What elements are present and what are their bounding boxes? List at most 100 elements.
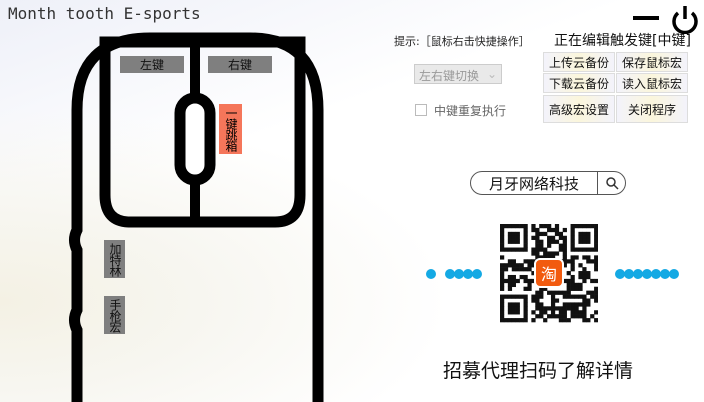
qr-module xyxy=(582,274,587,280)
dot xyxy=(463,269,473,279)
qr-module xyxy=(535,243,540,248)
qr-module xyxy=(519,224,524,229)
qr-module xyxy=(590,259,595,264)
qr-module xyxy=(570,310,575,315)
qr-module xyxy=(594,239,598,244)
qr-module xyxy=(535,251,540,256)
search-box[interactable]: 月牙网络科技 xyxy=(470,171,626,195)
qr-module xyxy=(554,239,560,244)
qr-module xyxy=(578,247,583,252)
qr-module xyxy=(539,286,544,291)
qr-module xyxy=(570,274,575,280)
qr-module xyxy=(550,310,556,315)
advanced-settings-button[interactable]: 高级宏设置 xyxy=(543,95,615,123)
qr-module xyxy=(578,271,583,276)
qr-module xyxy=(503,278,509,284)
qr-module xyxy=(535,235,540,240)
qr-module xyxy=(543,318,548,323)
qr-module xyxy=(558,306,564,311)
qr-module xyxy=(500,278,505,284)
side-button-2[interactable]: 手枪宏 xyxy=(104,296,125,334)
qr-module xyxy=(562,290,567,295)
qr-module xyxy=(543,247,548,252)
qr-module xyxy=(550,227,556,233)
qr-module xyxy=(562,243,567,248)
qr-module xyxy=(570,314,575,319)
qr-module xyxy=(570,231,575,237)
qr-module xyxy=(566,318,571,323)
qr-module xyxy=(582,267,587,272)
swap-select-value: 左右键切换 xyxy=(419,69,480,83)
qr-module xyxy=(503,224,509,229)
power-icon[interactable] xyxy=(672,6,698,34)
qr-module xyxy=(523,314,528,319)
upload-backup-button[interactable]: 上传云备份 xyxy=(543,52,615,72)
dot xyxy=(633,269,643,279)
qr-module xyxy=(554,251,560,256)
qr-module xyxy=(562,255,567,260)
qr-module xyxy=(582,314,587,319)
qr-module xyxy=(500,298,505,303)
qr-module xyxy=(562,310,567,315)
qr-module xyxy=(590,278,595,284)
middle-button[interactable]: 一键跳箱 xyxy=(219,104,242,154)
qr-module xyxy=(500,274,505,280)
qr-module xyxy=(562,263,567,268)
qr-module xyxy=(558,290,564,295)
repeat-checkbox[interactable] xyxy=(415,104,427,116)
close-program-button[interactable]: 关闭程序 xyxy=(616,95,688,123)
qr-module xyxy=(511,274,516,280)
editing-status: 正在编辑触发键[中键] xyxy=(554,33,691,49)
right-button[interactable]: 右键 xyxy=(208,56,272,73)
qr-module xyxy=(550,255,556,260)
qr-module xyxy=(558,231,564,237)
qr-module xyxy=(511,263,516,268)
qr-module xyxy=(570,263,575,268)
qr-module xyxy=(523,239,528,244)
left-button[interactable]: 左键 xyxy=(120,56,184,73)
qr-module xyxy=(543,286,548,291)
qr-module xyxy=(531,227,536,233)
qr-module xyxy=(578,294,583,299)
load-macro-button[interactable]: 读入鼠标宏 xyxy=(616,73,688,93)
qr-module xyxy=(527,259,532,264)
qr-module xyxy=(503,318,509,323)
qr-module xyxy=(562,314,567,319)
qr-module xyxy=(574,302,579,307)
qr-module xyxy=(574,306,579,311)
qr-module xyxy=(539,247,544,252)
qr-module xyxy=(543,224,548,229)
qr-module xyxy=(527,267,532,272)
minus-icon[interactable] xyxy=(633,16,659,20)
swap-select[interactable]: 左右键切换⌄ xyxy=(414,64,502,84)
qr-module xyxy=(582,306,587,311)
save-macro-button[interactable]: 保存鼠标宏 xyxy=(616,52,688,72)
qr-module xyxy=(574,282,579,288)
qr-module xyxy=(566,306,571,311)
qr-module xyxy=(574,314,579,319)
qr-module xyxy=(531,278,536,284)
qr-module xyxy=(515,267,520,272)
qr-module xyxy=(531,318,536,323)
qr-module xyxy=(515,306,520,311)
qr-module xyxy=(500,231,505,237)
search-icon[interactable] xyxy=(597,172,625,194)
download-backup-button[interactable]: 下载云备份 xyxy=(543,73,615,93)
qr-module xyxy=(594,278,598,284)
qr-module xyxy=(582,255,587,260)
qr-module xyxy=(562,318,567,323)
dot xyxy=(651,269,661,279)
qr-module xyxy=(519,247,524,252)
qr-module xyxy=(539,294,544,299)
qr-module xyxy=(570,259,575,264)
qr-module xyxy=(578,302,583,307)
qr-module xyxy=(578,274,583,280)
qr-module xyxy=(558,318,564,323)
qr-module xyxy=(590,224,595,229)
qr-module xyxy=(535,239,540,244)
side-button-1[interactable]: 加特林 xyxy=(104,240,125,278)
qr-module xyxy=(547,255,552,260)
qr-module xyxy=(578,235,583,240)
qr-module xyxy=(527,286,532,291)
qr-module xyxy=(511,224,516,229)
